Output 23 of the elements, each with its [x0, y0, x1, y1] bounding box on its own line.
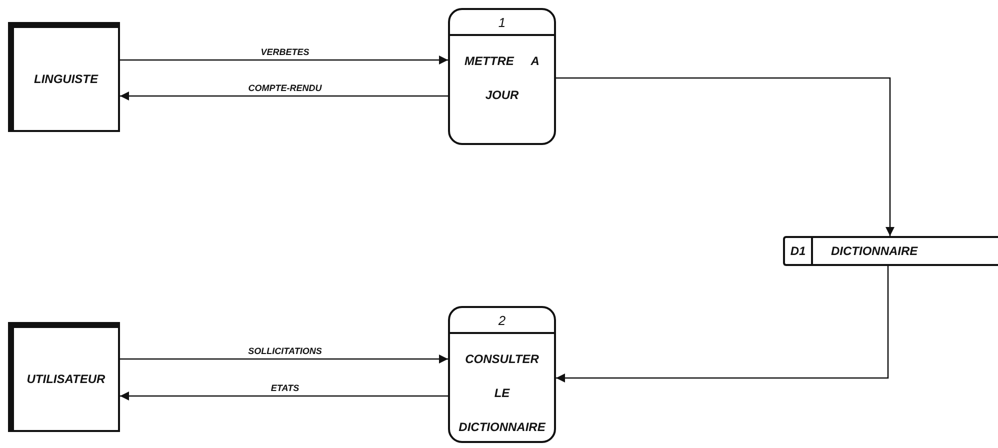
entity-name: LINGUISTE	[34, 72, 98, 86]
entity-name: UTILISATEUR	[26, 372, 106, 386]
data-flow-arrow	[556, 266, 889, 383]
store-id: D1	[790, 244, 806, 258]
store-name: DICTIONNAIRE	[831, 243, 918, 260]
external-entity-box	[8, 322, 120, 432]
data-flow-arrow	[556, 77, 895, 236]
data-flow-arrow	[120, 91, 448, 101]
process-box	[448, 8, 556, 145]
edge-label: SOLLICITATIONS	[246, 346, 324, 357]
data-flow-arrow	[120, 55, 448, 65]
process-number: 1	[498, 14, 506, 30]
data-store	[783, 236, 998, 266]
external-entity-box	[8, 22, 120, 132]
data-flow-arrow	[120, 354, 448, 364]
process-number: 2	[498, 312, 506, 328]
process-box	[448, 306, 556, 443]
edge-label: VERBETES	[258, 47, 312, 58]
edge-label: ETATS	[268, 383, 302, 394]
edge-label: COMPTE-RENDU	[246, 83, 324, 94]
process-name: CONSULTER LE DICTIONNAIRE	[458, 351, 547, 436]
process-name: METTRE A JOUR	[464, 53, 540, 104]
data-flow-arrow	[120, 391, 448, 401]
